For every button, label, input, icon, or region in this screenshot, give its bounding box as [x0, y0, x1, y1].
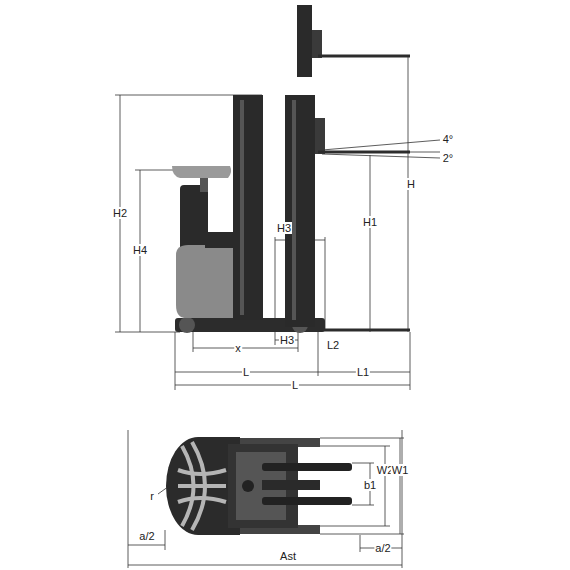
dimension-label: W1: [391, 464, 410, 476]
dimension-label: a/2: [138, 530, 155, 542]
dimension-label: H3: [279, 334, 295, 346]
top-view: [166, 437, 352, 535]
dimension-label: H3: [276, 222, 292, 234]
dimension-label: L1: [356, 366, 370, 378]
side-view: [172, 5, 410, 333]
angle-label: 4°: [442, 133, 455, 145]
dimension-label: x: [234, 342, 242, 354]
dimension-lines: [115, 55, 440, 568]
dimension-label: H1: [362, 216, 378, 228]
dimension-label: H4: [132, 244, 148, 256]
dimension-label: L: [291, 379, 299, 391]
angle-label: 2°: [442, 152, 455, 164]
dimension-label: a/2: [374, 542, 391, 554]
dimension-label: L2: [326, 339, 340, 351]
radius-label: r: [149, 490, 155, 502]
dimension-label: H2: [112, 207, 128, 219]
dimension-label: Ast: [279, 550, 297, 562]
dimension-label: L: [242, 366, 250, 378]
dimension-label: H: [406, 178, 416, 190]
dimension-label: b1: [363, 479, 377, 491]
